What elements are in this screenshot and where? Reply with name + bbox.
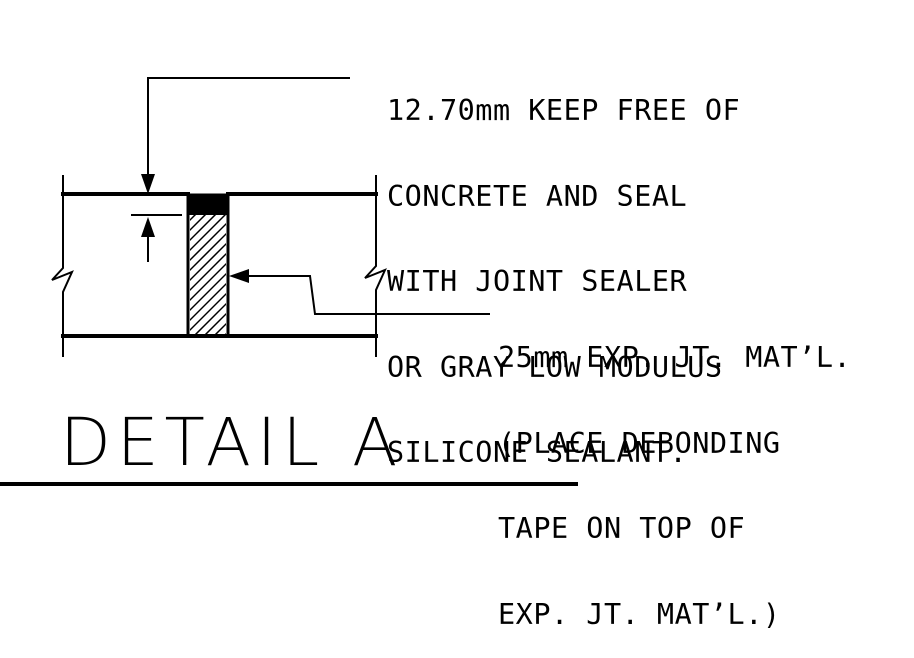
bottom-note-line: 25mm EXP. JT. MAT’L. xyxy=(498,341,852,374)
right-break-line xyxy=(364,175,387,357)
bottom-note-line: EXP. JT. MAT’L.) xyxy=(498,597,781,631)
bottom-note-line: TAPE ON TOP OF xyxy=(498,512,746,545)
bottom-callout-note: 25mm EXP. JT. MAT’L. (PLACE DEBONDING TA… xyxy=(498,287,851,658)
sealant-block xyxy=(188,195,228,215)
detail-title: DETAIL A xyxy=(60,404,404,481)
bottom-leader xyxy=(238,275,490,315)
top-callout-note: 12.70mm KEEP FREE OF CONCRETE AND SEAL W… xyxy=(387,40,740,496)
depth-arrowhead xyxy=(141,217,155,237)
top-note-line: SILICONE SEALANT. xyxy=(387,436,688,469)
top-note-line: WITH JOINT SEALER xyxy=(387,265,688,298)
expansion-joint-hatch xyxy=(190,215,226,334)
depth-dimension xyxy=(131,214,182,262)
top-note-line: 12.70mm KEEP FREE OF xyxy=(387,94,741,127)
top-note-line: CONCRETE AND SEAL xyxy=(387,179,688,213)
bottom-arrowhead xyxy=(229,269,249,283)
left-break-line xyxy=(51,175,74,357)
detail-drawing xyxy=(0,77,578,486)
top-note-line: OR GRAY LOW MODULUS xyxy=(387,350,723,384)
bottom-note-line: (PLACE DEBONDING xyxy=(498,426,781,460)
top-arrowhead xyxy=(141,174,155,194)
top-leader xyxy=(147,77,350,186)
